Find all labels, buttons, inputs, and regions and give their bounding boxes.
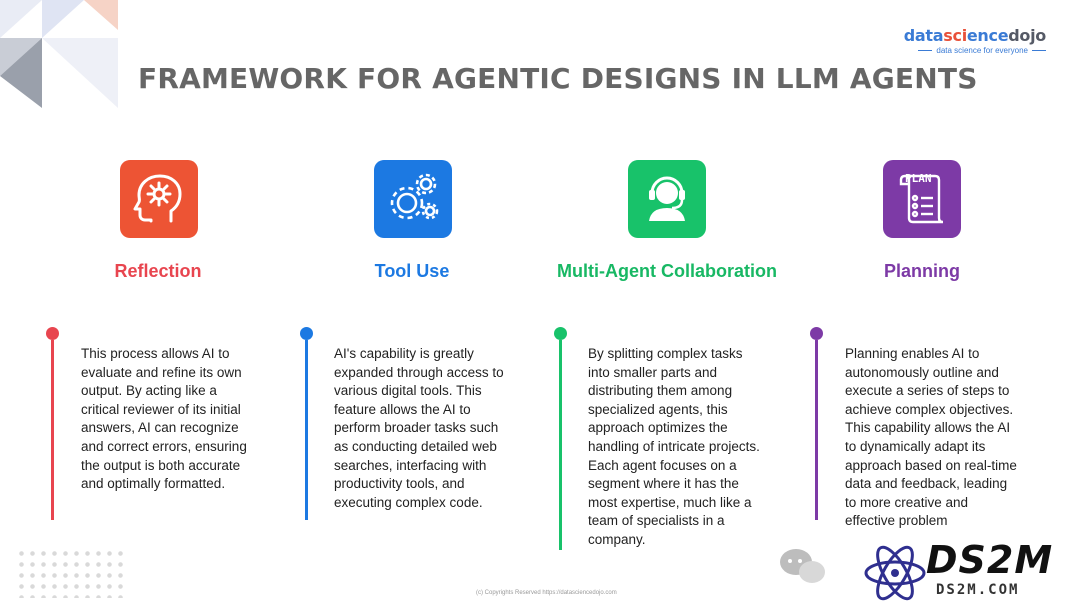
column-title: Reflection [114, 261, 202, 281]
logo-part-data: data [903, 26, 944, 45]
logo-part-dojo: dojo [1008, 26, 1046, 45]
plan-label: PLAN [905, 172, 932, 185]
headset-agent-icon [628, 160, 706, 238]
column-title: Planning [884, 261, 960, 281]
gears-icon [374, 160, 452, 238]
chat-bubbles-icon [780, 549, 825, 583]
logo-part-ence: ence [966, 26, 1009, 45]
datasciencedojo-logo: datasciencedojo data science for everyon… [903, 26, 1047, 55]
logo-part-sci: sci [943, 26, 967, 45]
timeline-marker [300, 327, 314, 520]
copyright-footer: (c) Copyrights Reserved https://datascie… [476, 590, 617, 596]
head-gear-icon [120, 160, 198, 238]
column-description: By splitting complex tasks into smaller … [588, 346, 760, 547]
corner-decoration [0, 0, 118, 108]
logo-wordmark: datasciencedojo [903, 26, 1047, 45]
atom-logo-icon [864, 545, 926, 601]
watermark-brand: DS2M [926, 538, 1054, 582]
timeline-marker [554, 327, 568, 550]
page-title: FRAMEWORK FOR AGENTIC DESIGNS IN LLM AGE… [138, 62, 978, 95]
logo-tagline: data science for everyone [904, 46, 1046, 55]
timeline-marker [46, 327, 60, 520]
watermark-url: DS2M.COM [936, 582, 1020, 598]
timeline-marker [810, 327, 824, 520]
column-description: Planning enables AI to autonomously outl… [845, 346, 1017, 529]
column-description: This process allows AI to evaluate and r… [81, 346, 247, 492]
column-title: Multi-Agent Collaboration [557, 261, 777, 281]
column-description: AI's capability is greatly expanded thro… [334, 346, 504, 510]
ds2m-watermark: DS2M DS2M.COM [778, 538, 1080, 608]
dot-pattern [16, 548, 126, 598]
plan-scroll-icon: PLAN [883, 160, 961, 238]
column-title: Tool Use [374, 261, 450, 281]
